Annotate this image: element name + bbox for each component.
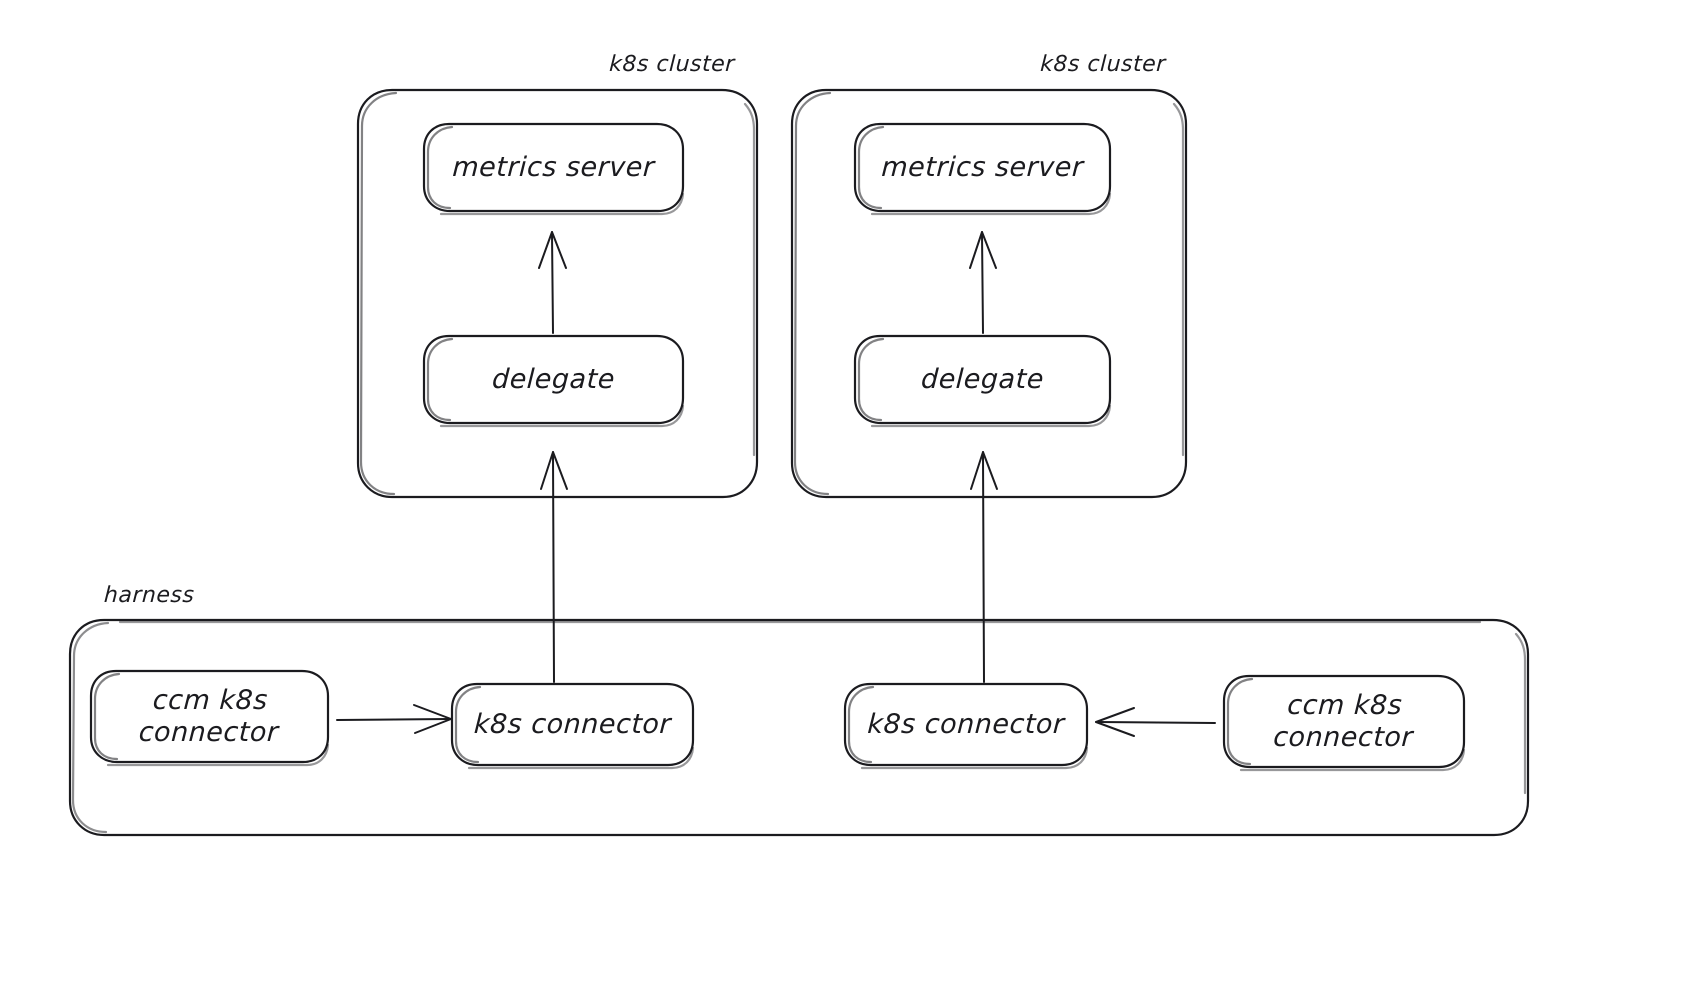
group-cluster-right — [790, 88, 1188, 499]
node-delegate-right[interactable] — [853, 334, 1112, 428]
group-label-harness: harness — [103, 583, 196, 608]
edge-delegate-to-metrics-left — [538, 231, 567, 334]
node-label-k8s-connector-left: k8s connector — [473, 708, 672, 740]
edge-connector-to-delegate-right — [970, 451, 998, 683]
node-ccm-k8s-connector-right[interactable] — [1222, 674, 1466, 772]
node-label-metrics-server-right: metrics server — [880, 151, 1085, 183]
group-cluster-left — [356, 88, 759, 499]
group-label-cluster-left: k8s cluster — [608, 52, 736, 77]
node-metrics-server-right[interactable] — [853, 122, 1112, 216]
node-ccm-k8s-connector-left[interactable] — [89, 669, 330, 767]
node-delegate-left[interactable] — [422, 334, 685, 428]
group-harness — [68, 618, 1530, 837]
node-k8s-connector-right[interactable] — [843, 682, 1089, 770]
edge-ccm-to-connector-left — [336, 704, 452, 734]
group-label-cluster-right: k8s cluster — [1039, 52, 1167, 77]
edge-ccm-to-connector-right — [1095, 707, 1216, 737]
edge-connector-to-delegate-left — [540, 451, 568, 683]
edge-delegate-to-metrics-right — [969, 231, 997, 334]
node-metrics-server-left[interactable] — [422, 122, 685, 216]
node-label-k8s-connector-right: k8s connector — [866, 708, 1066, 740]
node-label-metrics-server-left: metrics server — [451, 151, 656, 183]
node-label-delegate-right: delegate — [920, 363, 1045, 395]
node-k8s-connector-left[interactable] — [450, 682, 695, 770]
node-label-delegate-left: delegate — [491, 363, 616, 395]
